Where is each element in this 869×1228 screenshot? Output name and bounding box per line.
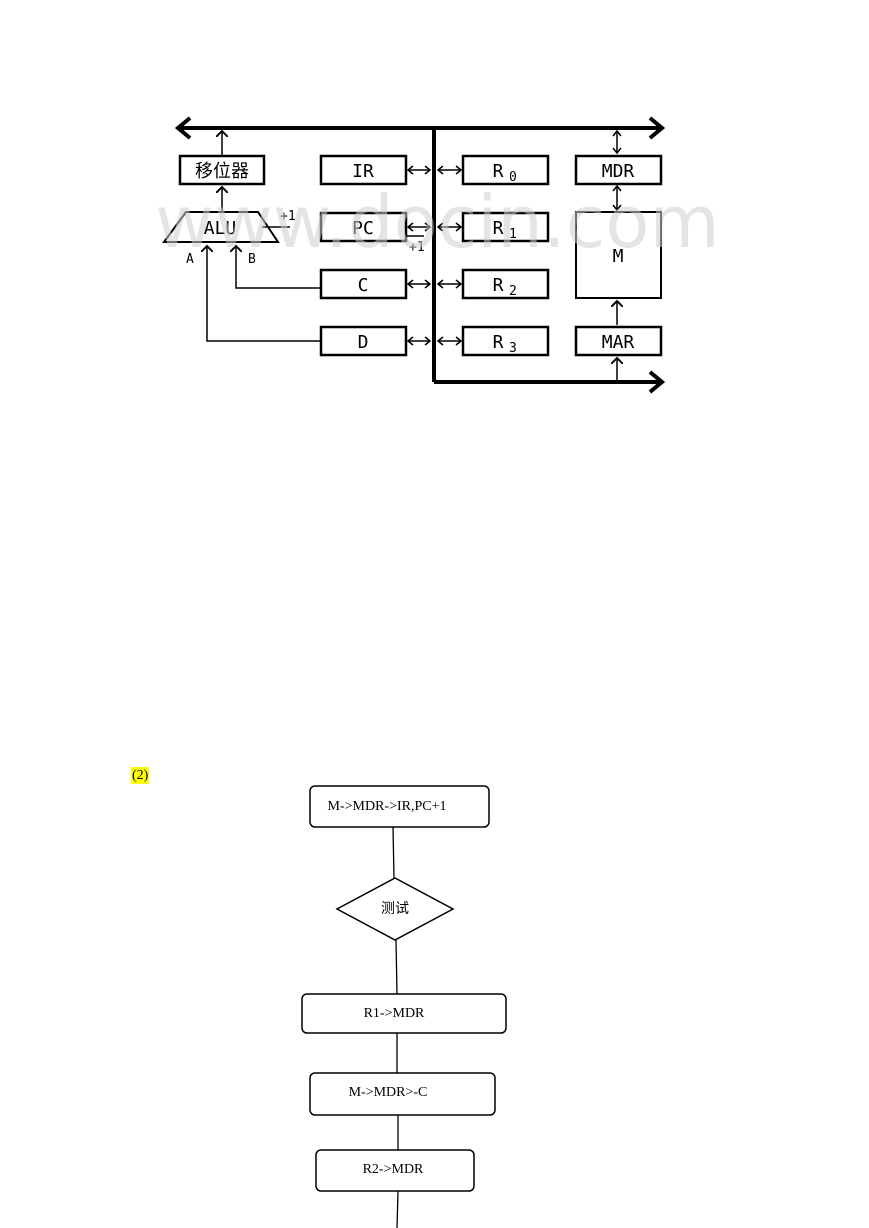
r2-register xyxy=(461,268,550,300)
bottom-bus-arrow xyxy=(648,370,666,394)
alu-shape xyxy=(162,211,280,243)
flow-connector-1 xyxy=(392,826,395,879)
flow-decision-test xyxy=(335,877,455,941)
mdr-bus-link xyxy=(612,129,622,155)
mdr-memory-link xyxy=(612,184,622,212)
r2-label: R xyxy=(493,275,504,296)
ir-register xyxy=(319,154,408,186)
r1-register xyxy=(461,211,550,243)
d-bus-link xyxy=(406,336,432,346)
r0-label: R xyxy=(493,161,504,182)
c-register xyxy=(319,268,408,300)
flow-step-m-mdr-c-label: M->MDR>-C xyxy=(349,1085,428,1100)
register-bus-connections xyxy=(406,165,463,346)
ir-bus-link xyxy=(406,165,432,175)
pc-register xyxy=(319,211,408,243)
d-to-alu-a-line xyxy=(207,246,321,342)
flow-step-r1-mdr-label: R1->MDR xyxy=(364,1006,425,1021)
flow-step-r2-mdr xyxy=(315,1149,475,1192)
r1-bus-link xyxy=(436,222,463,232)
datapath-diagram: 移位器 ALU +1 A B IR PC +1 C D R 0 R 1 R xyxy=(155,116,720,394)
r2-subscript: 2 xyxy=(509,284,517,299)
d-register xyxy=(319,325,408,357)
shifter-label: 移位器 xyxy=(195,161,249,182)
alu-input-b-label: B xyxy=(248,252,256,267)
alu-input-a-label: A xyxy=(186,252,194,267)
r0-subscript: 0 xyxy=(509,170,517,185)
flow-step-r1-mdr xyxy=(301,993,507,1034)
r3-subscript: 3 xyxy=(509,341,517,356)
pc-bus-link xyxy=(406,222,432,232)
c-to-alu-b-line xyxy=(236,246,321,289)
mdr-label: MDR xyxy=(602,161,635,182)
memory-block xyxy=(575,211,662,299)
flow-step-m-mdr-c xyxy=(309,1072,496,1116)
flow-step-r2-mdr-label: R2->MDR xyxy=(363,1162,424,1177)
ir-label: IR xyxy=(352,161,374,182)
flow-decision-label: 测试 xyxy=(381,901,409,917)
alu-label: ALU xyxy=(204,218,237,239)
watermark: www.docin.com xyxy=(155,180,720,264)
pc-plus-one-label: +1 xyxy=(409,240,425,255)
flow-connector-5 xyxy=(396,1190,399,1228)
top-bus-left-arrow xyxy=(174,116,192,140)
r1-subscript: 1 xyxy=(509,227,517,242)
mar-register xyxy=(574,325,663,357)
r3-register xyxy=(461,325,550,357)
r1-label: R xyxy=(493,218,504,239)
memory-label: M xyxy=(613,246,624,267)
flowchart: M->MDR->IR,PC+1 测试 R1->MDR M->MDR>-C R2-… xyxy=(301,785,507,1228)
r0-bus-link xyxy=(436,165,463,175)
flow-step-fetch xyxy=(309,785,490,828)
section-label: (2) xyxy=(131,767,150,784)
r2-bus-link xyxy=(436,279,463,289)
alu-plus-one-label: +1 xyxy=(280,209,296,224)
d-label: D xyxy=(358,332,369,353)
pc-label: PC xyxy=(352,218,374,239)
c-bus-link xyxy=(406,279,432,289)
mdr-register xyxy=(574,154,663,186)
flow-connector-2 xyxy=(395,939,398,995)
mar-label: MAR xyxy=(602,332,635,353)
flow-step-fetch-label: M->MDR->IR,PC+1 xyxy=(328,799,447,814)
r3-label: R xyxy=(493,332,504,353)
r3-bus-link xyxy=(436,336,463,346)
r0-register xyxy=(461,154,550,186)
c-label: C xyxy=(358,275,369,296)
top-bus-right-arrow xyxy=(648,116,666,140)
